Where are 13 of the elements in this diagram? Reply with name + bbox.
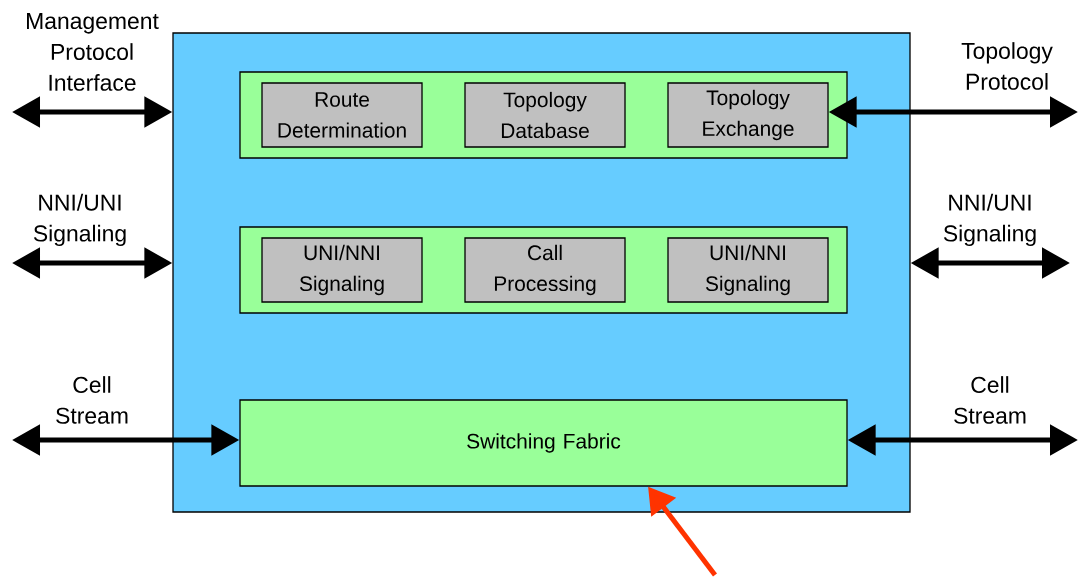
function-box: UNI/NNI Signaling xyxy=(667,237,829,303)
edge-label: Cell Stream xyxy=(41,375,143,425)
function-box: Topology Database xyxy=(464,82,626,148)
function-box: Topology Exchange xyxy=(667,82,829,148)
edge-label: NNI/UNI Signaling xyxy=(24,192,136,248)
function-box: Route Determination xyxy=(261,82,423,148)
edge-label: Cell Stream xyxy=(939,375,1041,425)
edge-label: Topology Protocol xyxy=(951,41,1063,91)
edge-label: Management Protocol Interface xyxy=(16,12,168,92)
function-box: Call Processing xyxy=(464,237,626,303)
edge-label: NNI/UNI Signaling xyxy=(934,192,1046,248)
fabric-box: Switching Fabric xyxy=(239,399,848,487)
function-box: UNI/NNI Signaling xyxy=(261,237,423,303)
